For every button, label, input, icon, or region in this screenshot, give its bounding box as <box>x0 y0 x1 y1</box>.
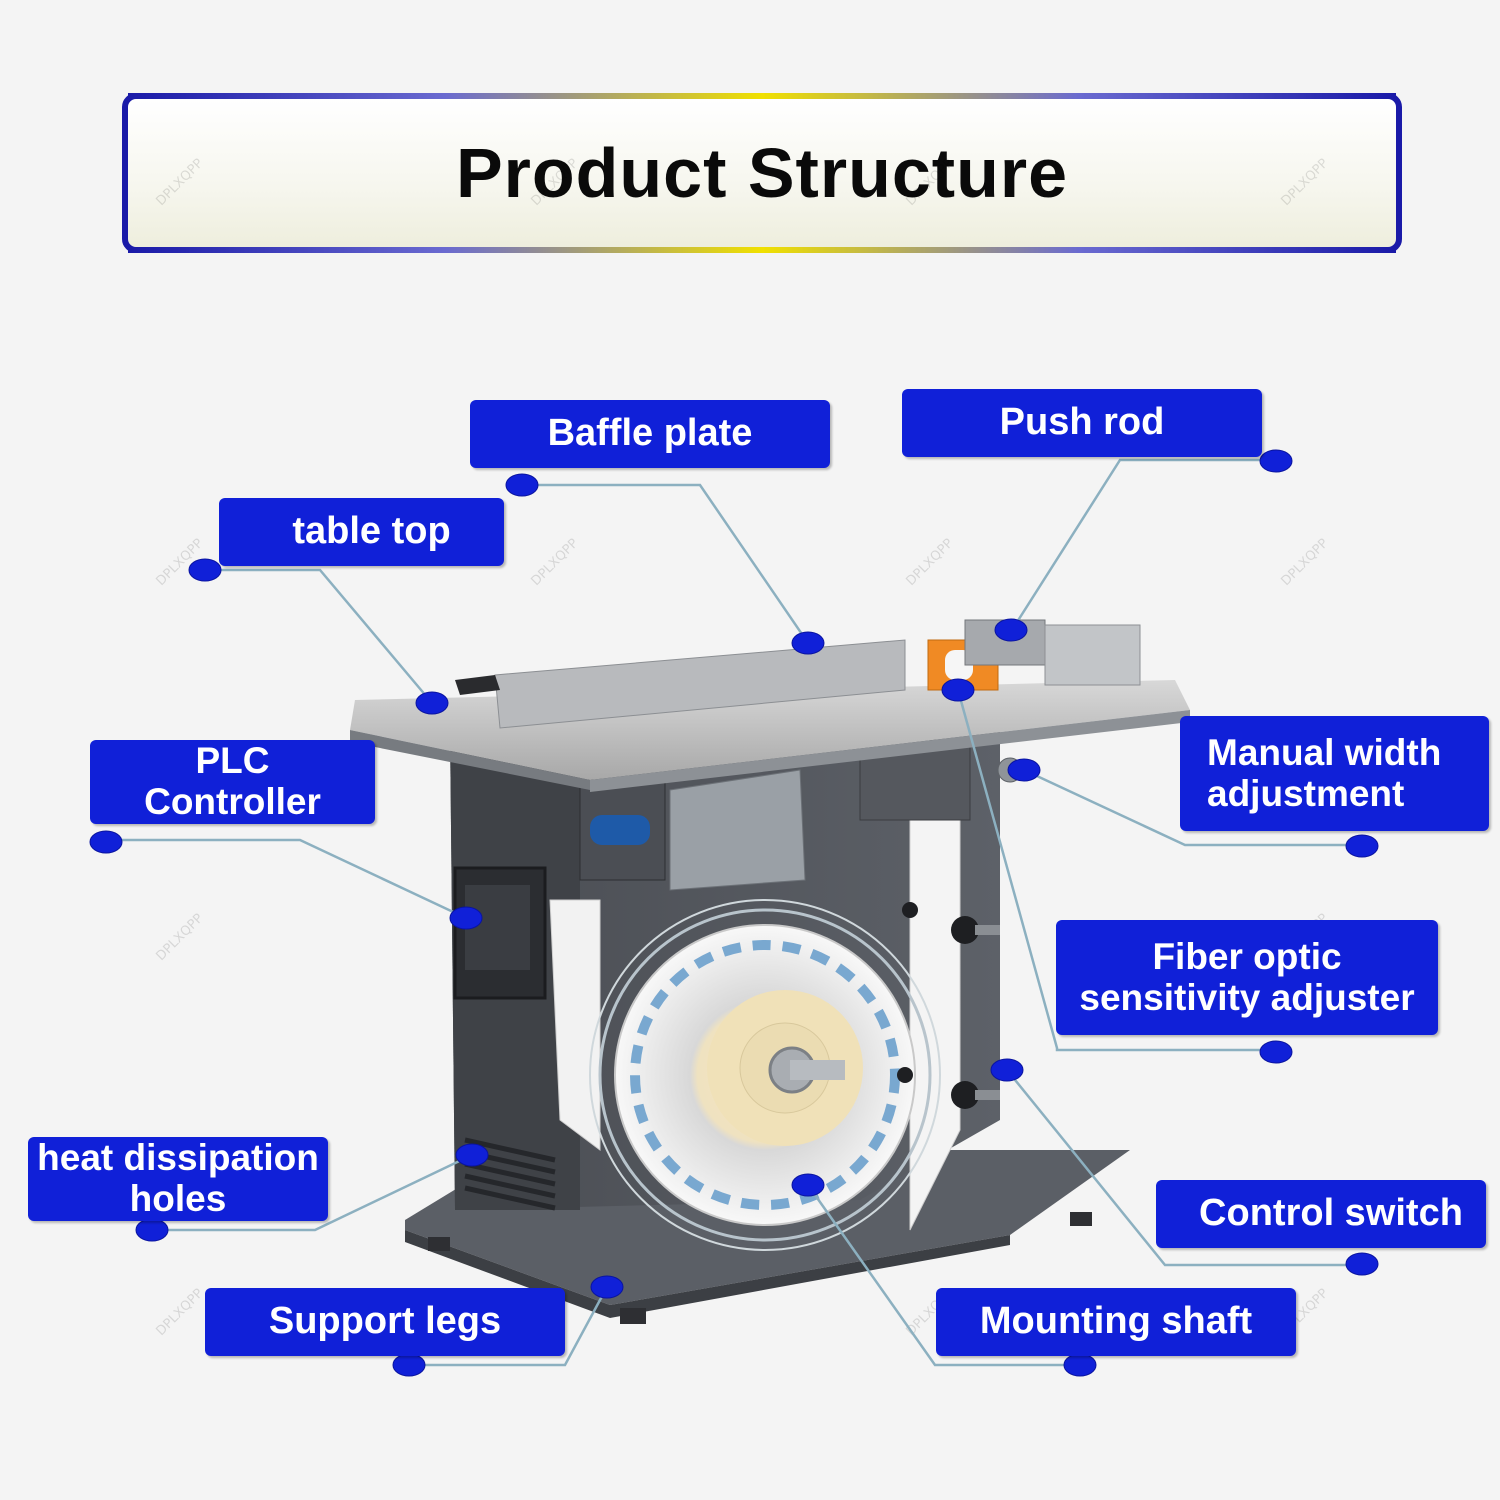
label-plc-controller: PLC Controller <box>90 740 375 824</box>
label-mounting-shaft: Mounting shaft <box>936 1288 1296 1356</box>
leader-line <box>956 689 1276 1052</box>
label-control-switch: Control switch <box>1156 1180 1486 1248</box>
vent-grille <box>464 1137 556 1211</box>
callout-dot <box>791 1173 825 1197</box>
callout-dot <box>135 1218 169 1242</box>
label-baffle-plate: Baffle plate <box>470 400 830 468</box>
callout-dot <box>1259 449 1293 473</box>
leader-line <box>205 568 433 704</box>
leader-line <box>1006 1069 1362 1267</box>
callout-dot <box>994 618 1028 642</box>
label-fiber-optic-adjuster: Fiber optic sensitivity adjuster <box>1056 920 1438 1035</box>
baffle-plate-shape <box>455 639 906 729</box>
callout-dot <box>392 1353 426 1377</box>
title-banner: Product Structure <box>122 93 1402 253</box>
callout-dot <box>791 631 825 655</box>
leader-line <box>152 1153 473 1232</box>
callout-dot <box>188 558 222 582</box>
callout-dot <box>449 906 483 930</box>
leader-line <box>1010 458 1276 631</box>
callout-dot <box>1345 1252 1379 1276</box>
callout-dot <box>89 830 123 854</box>
support-leg-feet <box>428 1212 1092 1324</box>
plc-screen <box>453 866 547 1000</box>
label-heat-dissipation-holes: heat dissipation holes <box>28 1137 328 1221</box>
callout-dot <box>941 678 975 702</box>
callout-dot <box>990 1058 1024 1082</box>
roller-assembly <box>579 769 806 891</box>
label-table-top: table top <box>219 498 504 566</box>
callout-dot <box>415 691 449 715</box>
page-title: Product Structure <box>455 134 1069 212</box>
leader-line <box>1023 768 1362 847</box>
callout-dot <box>455 1143 489 1167</box>
leader-line <box>106 838 467 920</box>
callout-dot <box>1063 1353 1097 1377</box>
callout-dot <box>1345 834 1379 858</box>
label-push-rod: Push rod <box>902 389 1262 457</box>
label-roll <box>549 799 961 1251</box>
leader-line <box>806 1184 1080 1367</box>
leader-line <box>409 1286 609 1367</box>
leader-line <box>520 483 810 644</box>
label-support-legs: Support legs <box>205 1288 565 1356</box>
label-manual-width-adjustment: Manual width adjustment <box>1180 716 1489 831</box>
callout-dot <box>590 1275 624 1299</box>
callout-dot <box>505 473 539 497</box>
callout-dot <box>1259 1040 1293 1064</box>
callout-dot <box>1007 758 1041 782</box>
